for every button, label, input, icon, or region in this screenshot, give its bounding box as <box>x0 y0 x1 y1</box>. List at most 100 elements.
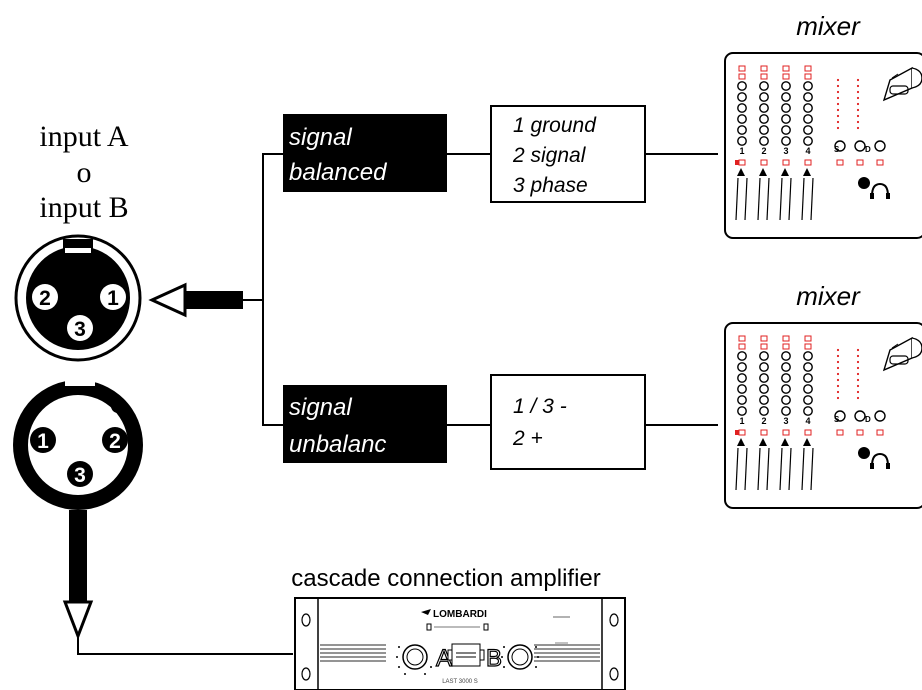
mixer-knob <box>759 136 769 146</box>
xlr-male-pin-2 <box>102 427 128 453</box>
mixer-knob <box>803 351 813 361</box>
input-title-line3: input B <box>39 191 128 224</box>
signal-balanced-line2: balanced <box>289 159 387 186</box>
mixer-knob <box>737 362 747 372</box>
mixer-letter-d: D <box>865 415 871 424</box>
xlr-female-pin-right-label: 1 <box>107 287 119 310</box>
mixer-knob <box>759 373 769 383</box>
unbalanced-pin-2: 2 + <box>512 427 543 450</box>
xlr-male-pin-bottom-label: 3 <box>74 464 86 487</box>
mixer-channel-number: 2 <box>761 416 766 426</box>
xlr-female-pin-3 <box>67 315 93 341</box>
mixer-knob <box>781 373 791 383</box>
mixer-knob <box>781 136 791 146</box>
mixer-aux-knob <box>854 410 866 422</box>
trumpet-icon <box>882 336 922 372</box>
amplifier-knob-a <box>396 644 432 675</box>
balanced-pin-3: 3 phase <box>513 174 588 197</box>
mixer-knob <box>737 373 747 383</box>
signal-balanced-label: signal balanced <box>283 114 447 192</box>
mixer-knob <box>759 92 769 102</box>
mixer-knob <box>737 351 747 361</box>
mixer-knob <box>759 351 769 361</box>
xlr-female-pin-bottom-label: 3 <box>74 318 86 341</box>
mixer-knob <box>803 384 813 394</box>
mixer-knob <box>803 81 813 91</box>
mixer-knob <box>781 384 791 394</box>
balanced-pinout-box: 1 ground 2 signal 3 phase <box>490 105 646 203</box>
mixer-aux-knob <box>834 410 846 422</box>
mixer-knob <box>781 125 791 135</box>
mixer-aux-knob <box>874 410 886 422</box>
mixer-knob <box>759 103 769 113</box>
mixer-knob <box>781 351 791 361</box>
mixer-knob <box>737 114 747 124</box>
mixer-knob <box>803 373 813 383</box>
signal-balanced-line1: signal <box>289 124 352 151</box>
mixer-knob <box>803 125 813 135</box>
xlr-female-pin-1 <box>100 284 126 310</box>
mixer-knob <box>803 136 813 146</box>
amplifier-knob-b <box>501 644 539 670</box>
signal-unbalanced-line2: unbalanc <box>289 431 386 458</box>
mixer-knob <box>737 384 747 394</box>
headphones-icon <box>858 177 890 199</box>
xlr-female-pin-left-label: 2 <box>39 287 51 310</box>
balanced-pin-1: 1 ground <box>513 114 597 137</box>
amplifier-caption: cascade connection amplifier <box>291 565 601 592</box>
mixer-channel-number: 4 <box>805 416 810 426</box>
signal-unbalanced-label: signal unbalanc <box>283 385 447 463</box>
mixer-knob <box>759 114 769 124</box>
mixer-channel-number: 1 <box>739 416 744 426</box>
mixer-knob <box>737 136 747 146</box>
mixer-knob <box>781 103 791 113</box>
mixer-knob <box>803 362 813 372</box>
mixer-knob <box>759 406 769 416</box>
unbalanced-pin-1: 1 / 3 - <box>513 395 567 418</box>
mixer-knob <box>781 362 791 372</box>
mixer-channel-number: 3 <box>783 146 788 156</box>
mixer-knob <box>781 395 791 405</box>
mixer-channel-number: 4 <box>805 146 810 156</box>
xlr-male-connector: 1 2 3 <box>13 378 143 510</box>
mixer-knob <box>803 406 813 416</box>
mixer-bottom-title: mixer <box>796 281 861 311</box>
xlr-female-pin-2 <box>32 284 58 310</box>
trumpet-icon <box>882 66 922 102</box>
input-title-line2: o <box>77 156 92 189</box>
input-title: input A o input B <box>39 120 129 224</box>
mixer-knob <box>803 92 813 102</box>
mixer-knob <box>759 362 769 372</box>
balanced-pin-2: 2 signal <box>512 144 587 167</box>
mixer-channel-number: 3 <box>783 416 788 426</box>
xlr-male-pin-left-label: 1 <box>37 430 49 453</box>
mixer-knob <box>803 103 813 113</box>
mixer-channel-number: 1 <box>739 146 744 156</box>
mixer-knob <box>781 406 791 416</box>
mixer-knob <box>781 81 791 91</box>
xlr-male-pin-3 <box>67 461 93 487</box>
signal-unbalanced-line1: signal <box>289 394 352 421</box>
mixer-knob <box>737 406 747 416</box>
mixer-knob <box>737 103 747 113</box>
mixer-top-title: mixer <box>796 11 861 41</box>
input-title-line1: input A <box>39 120 129 153</box>
cascade-arrow <box>62 510 293 655</box>
amplifier-channel-b: B <box>486 645 502 672</box>
mixer-aux-knob <box>874 140 886 152</box>
mixer-knob <box>759 125 769 135</box>
mixer-knob <box>737 395 747 405</box>
branch-lines <box>243 153 718 426</box>
mixer-knob <box>781 92 791 102</box>
xlr-male-pin-1 <box>30 427 56 453</box>
mixer-knob <box>759 81 769 91</box>
mixer-letter-d: D <box>865 145 871 154</box>
amplifier-brand: LOMBARDI <box>433 609 487 620</box>
input-arrow <box>148 282 243 318</box>
xlr-female-connector: 2 1 3 <box>14 234 142 362</box>
mixer-knob <box>781 114 791 124</box>
mixer-knob <box>737 125 747 135</box>
amplifier-model: LAST 3000 S <box>442 679 478 685</box>
mixer-knob <box>737 92 747 102</box>
